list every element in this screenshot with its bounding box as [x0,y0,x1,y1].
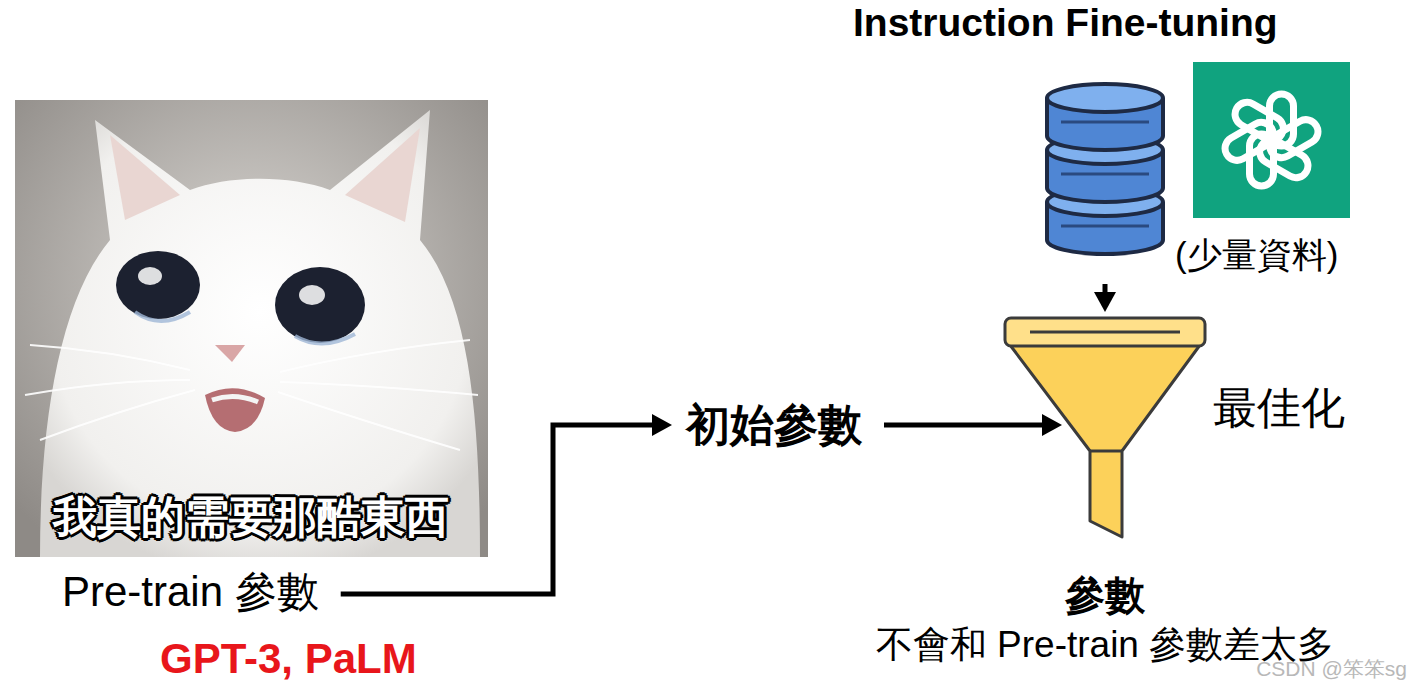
meme-caption: 我真的需要那酷東西 [53,490,449,544]
node-text: 最佳化 [1213,381,1345,435]
node-text: 不會和 Pre-train 參數差太多 [876,622,1334,668]
funnel-shape [1000,315,1212,545]
node-text: 參數 [876,570,1334,620]
pretrain-params: Pre-train 參數 [62,566,319,618]
arrow-connector [884,414,1062,436]
result-params: 參數不會和 Pre-train 參數差太多 [876,570,1334,668]
data-source: (少量資料) [1035,60,1370,280]
arrow-connector [1094,284,1116,312]
node-text: Pre-train 參數 [62,566,319,618]
initial-params: 初始參數 [686,398,862,452]
model-names: GPT-3, PaLM [160,634,417,684]
node-text: (少量資料) [1175,234,1338,276]
optimizer-funnel: 最佳化 [1000,315,1365,545]
node-text: 初始參數 [686,398,862,452]
diagram-title: Instruction Fine-tuning [853,0,1278,46]
